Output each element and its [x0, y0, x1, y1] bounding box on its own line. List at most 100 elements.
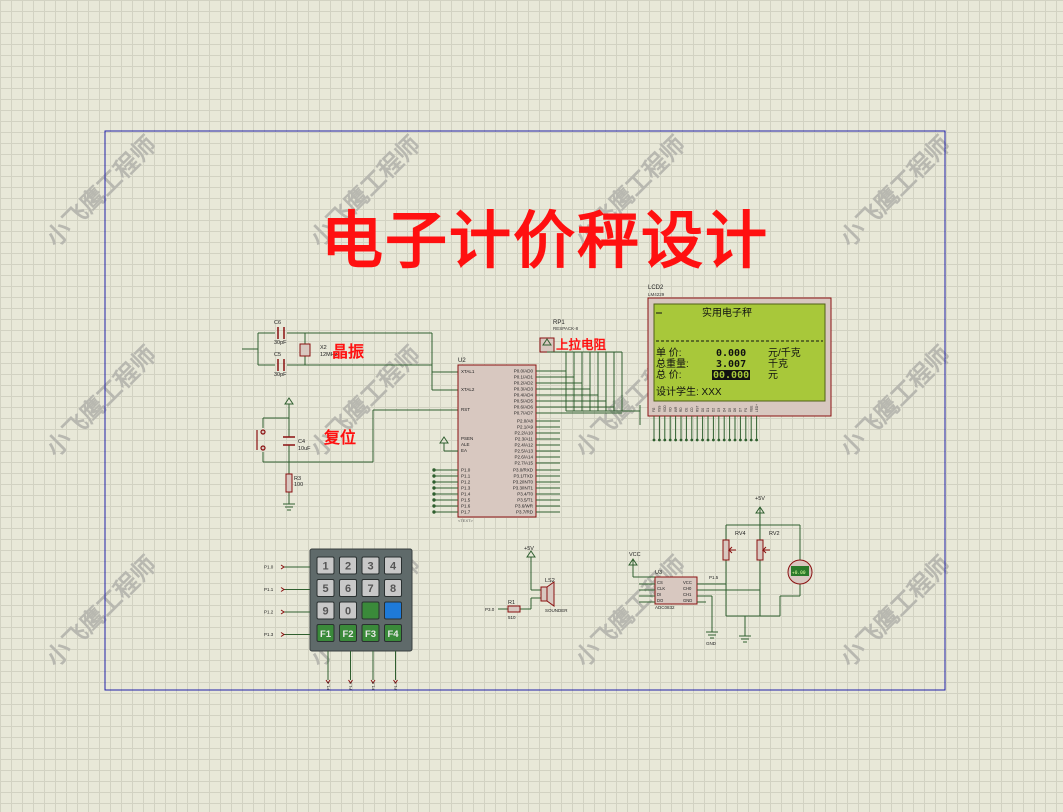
- x2-ref: X2: [320, 345, 327, 351]
- lcd-pin-label: D0: [701, 408, 705, 412]
- lcd-pin-label: CE: [685, 408, 689, 412]
- lcd-pin-label: WR: [674, 406, 678, 412]
- x2-value: 12MHz: [320, 352, 338, 358]
- mcu-pin-ea: EA: [461, 448, 467, 453]
- rp1-ref: RP1: [553, 320, 565, 326]
- keypad-key[interactable]: 6: [339, 579, 357, 597]
- adc-pin: CLK: [657, 586, 665, 591]
- mcu-pin-p3: P3.2/INT0: [513, 480, 534, 485]
- vcc-label: VCC: [629, 552, 641, 558]
- keypad-row-label: P1.0: [264, 565, 274, 570]
- lcd-pin-label: D5: [728, 408, 732, 412]
- keypad-row-label: P1.1: [264, 587, 274, 592]
- keypad-key-label: 6: [345, 583, 351, 595]
- keypad-key[interactable]: 4: [384, 556, 402, 575]
- mcu-pin-p2: P2.6/A14: [514, 455, 533, 460]
- lcd-row-value: 0.000: [716, 348, 746, 359]
- capacitor-c5: [277, 359, 285, 371]
- crystal-annotation: 晶振: [332, 342, 364, 361]
- mcu-pin-ale: ALE: [461, 442, 470, 447]
- keypad-key[interactable]: F1: [316, 624, 335, 642]
- watermark: 小飞鹰工程师: [40, 131, 162, 253]
- resistor-r3: [285, 473, 293, 493]
- lcd-pin-end: [755, 438, 758, 442]
- watermark: 小飞鹰工程师: [834, 551, 956, 673]
- lcd-module: [647, 297, 832, 417]
- supply-label: +5V: [524, 546, 534, 552]
- keypad-key[interactable]: 2: [339, 556, 357, 575]
- lcd-pin-label: RD: [679, 407, 683, 412]
- gnd-label: GND: [706, 641, 717, 646]
- buzzer-ls2: [540, 581, 555, 607]
- lcd-pin-label: VSS: [658, 406, 662, 412]
- keypad-key-label: 2: [345, 561, 351, 573]
- adc-pin: CH1: [683, 592, 692, 597]
- keypad-key[interactable]: F2: [339, 624, 357, 642]
- mcu-pin-p3: P3.7/RD: [516, 510, 534, 515]
- supply-label: +5V: [755, 496, 765, 502]
- keypad-key[interactable]: F3: [361, 624, 380, 642]
- keypad-key-label: 4: [390, 561, 397, 573]
- page-title: 电子计价秤设计: [321, 204, 769, 277]
- lcd-pin-end: [668, 438, 672, 442]
- lcd-pin-end: [685, 438, 688, 442]
- lcd-pin-label: FG: [652, 407, 656, 412]
- mcu-pin-p2: P2.0/A8: [517, 419, 534, 424]
- potentiometer-rv2[interactable]: [756, 539, 764, 561]
- mcu-pin-p1: P1.7: [461, 510, 471, 515]
- mcu-pin-p0: P0.2/AD2: [514, 381, 534, 386]
- pullup-annotation: 上拉电阻: [556, 337, 607, 352]
- adc-pin: CS: [657, 580, 663, 585]
- wiper-arrow-icon: [761, 546, 770, 554]
- rp1-value: RESPACK-8: [553, 326, 579, 331]
- u2-tag: <TEXT>: [458, 518, 474, 523]
- keypad-key[interactable]: 3: [361, 556, 380, 575]
- keypad-key[interactable]: [384, 601, 402, 620]
- reset-annotation: 复位: [323, 428, 356, 447]
- keypad-key[interactable]: 8: [384, 579, 402, 597]
- lcd-pin-label: VO: [668, 407, 672, 412]
- lcd-pin-end: [658, 438, 661, 442]
- lcd-pin-end: [739, 438, 742, 442]
- keypad-col-label: P1.5: [348, 681, 353, 690]
- keypad-row-label: P1.2: [264, 610, 274, 615]
- lcd-pin-label: LED+: [755, 404, 759, 412]
- keypad-key[interactable]: 1: [316, 556, 335, 575]
- keypad-key-label: 5: [322, 583, 328, 595]
- watermark: 小飞鹰工程师: [40, 341, 162, 463]
- capacitor-c6: [277, 327, 285, 339]
- watermark: 小飞鹰工程师: [304, 341, 426, 463]
- keypad-key[interactable]: 5: [316, 579, 335, 597]
- keypad-key[interactable]: F4: [384, 624, 402, 642]
- keypad-key[interactable]: [361, 601, 380, 620]
- lcd-row-value: 00.000: [713, 370, 749, 381]
- mcu-pin-p1: P1.5: [461, 498, 471, 503]
- lcd-row-value: 3.007: [716, 359, 746, 370]
- mcu-u2: [457, 364, 537, 518]
- lcd-pin-label: D7: [739, 408, 743, 412]
- lcd-pin-label: FS: [744, 408, 748, 412]
- c4-ref: C4: [298, 439, 305, 445]
- keypad-col-label: P1.7: [393, 681, 398, 690]
- mcu-pin-p0: P0.5/AD5: [514, 399, 534, 404]
- mcu-pin-p1: P1.6: [461, 504, 471, 509]
- keypad-key[interactable]: 7: [361, 579, 380, 597]
- lcd-pin-label: D3: [717, 408, 721, 412]
- mcu-pin-p3: P3.4/T0: [517, 492, 533, 497]
- keypad-key[interactable]: 0: [339, 601, 357, 620]
- voltmeter: +0.00: [787, 559, 813, 585]
- keypad-key[interactable]: 9: [316, 601, 335, 620]
- lcd-pin-end: [712, 438, 715, 442]
- lcd-pin-end: [663, 438, 667, 442]
- sheet-border: [104, 130, 946, 691]
- mcu-pin-p1: P1.0: [461, 468, 471, 473]
- reset-button[interactable]: [256, 429, 266, 451]
- mcu-pin-p0: P0.7/AD7: [514, 411, 534, 416]
- u2-ref: U2: [458, 358, 466, 364]
- lcd-screen: [653, 303, 826, 402]
- lcd-heading: 实用电子秤: [702, 306, 752, 319]
- mcu-pin-p3: P3.1/TXD: [513, 474, 533, 479]
- lcd-pin-end: [728, 438, 731, 442]
- potentiometer-rv4[interactable]: [722, 539, 730, 561]
- lcd-row-label: 总重量:: [656, 357, 689, 370]
